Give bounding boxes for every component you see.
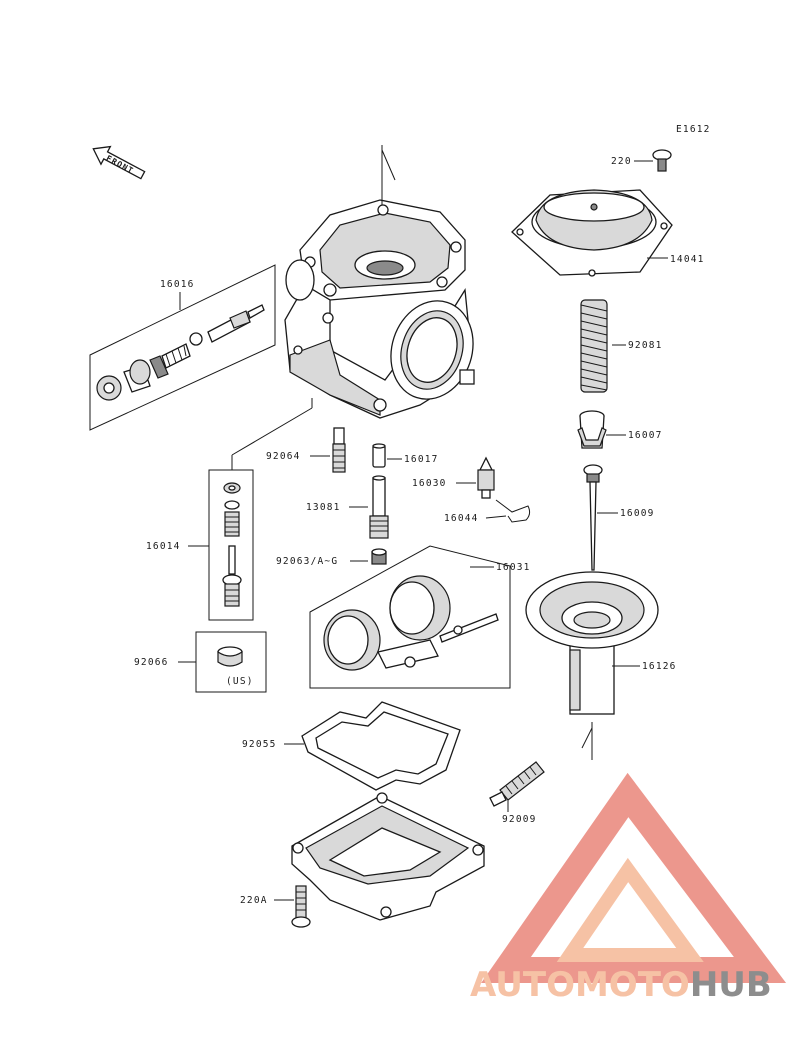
screw-220: [652, 149, 672, 172]
clip-16044: [495, 499, 531, 523]
jet-set-16014: [222, 482, 242, 607]
label-220: 220: [611, 156, 632, 167]
screw-92064: [332, 427, 346, 473]
label-92081: 92081: [628, 340, 663, 351]
frame-16016: [89, 264, 276, 431]
label-16009: 16009: [620, 508, 655, 519]
label-16044: 16044: [444, 513, 479, 524]
label-92066: 92066: [134, 657, 169, 668]
screw-92009: [489, 761, 545, 807]
label-92055: 92055: [242, 739, 277, 750]
label-16126: 16126: [642, 661, 677, 672]
logo-text-automoto: AUTOMOTO: [470, 965, 690, 1005]
main-jet-92063: [371, 548, 387, 565]
top-cover-14041: [511, 189, 673, 277]
needle-jet-13081: [369, 475, 389, 539]
needle-holder-16007: [577, 410, 607, 449]
logo-triangle-inner: [556, 857, 704, 962]
label-92063: 92063/A~G: [276, 556, 338, 567]
label-16016: 16016: [160, 279, 195, 290]
frame-16014: [208, 469, 254, 621]
label-16007: 16007: [628, 430, 663, 441]
vacuum-piston-16126: [525, 571, 659, 715]
pilot-jet-16017: [372, 443, 386, 468]
frame-16031: [309, 545, 511, 689]
label-16017: 16017: [404, 454, 439, 465]
label-16031: 16031: [496, 562, 531, 573]
jet-needle-16009: [583, 464, 603, 571]
logo-triangle-outer: [481, 772, 787, 983]
automotohub-logo: AUTOMOTOHUB: [470, 772, 787, 1005]
front-arrow-icon: FRONT: [92, 145, 146, 180]
plug-92066: [217, 646, 243, 667]
label-14041: 14041: [670, 254, 705, 265]
label-92009: 92009: [502, 814, 537, 825]
label-92064: 92064: [266, 451, 301, 462]
float-bowl: [291, 792, 485, 921]
label-13081: 13081: [306, 502, 341, 513]
us-note: (US): [226, 676, 254, 687]
label-220A: 220A: [240, 895, 268, 906]
svg-text:AUTOMOTOHUB: AUTOMOTOHUB: [470, 965, 772, 1005]
body-axis-line-2: [381, 149, 396, 181]
diagram-code: E1612: [676, 124, 711, 135]
float-valve-16030: [477, 456, 495, 499]
pilot-screw-16016: [96, 304, 265, 401]
label-16014: 16014: [146, 541, 181, 552]
carburetor-body: [284, 199, 475, 419]
logo-text-hub: HUB: [690, 965, 772, 1005]
float-16031: [323, 575, 499, 671]
front-label: FRONT: [105, 154, 136, 176]
spring-92081: [580, 299, 608, 393]
screw-220A: [291, 885, 311, 928]
gasket-92055: [301, 701, 461, 791]
label-16030: 16030: [412, 478, 447, 489]
